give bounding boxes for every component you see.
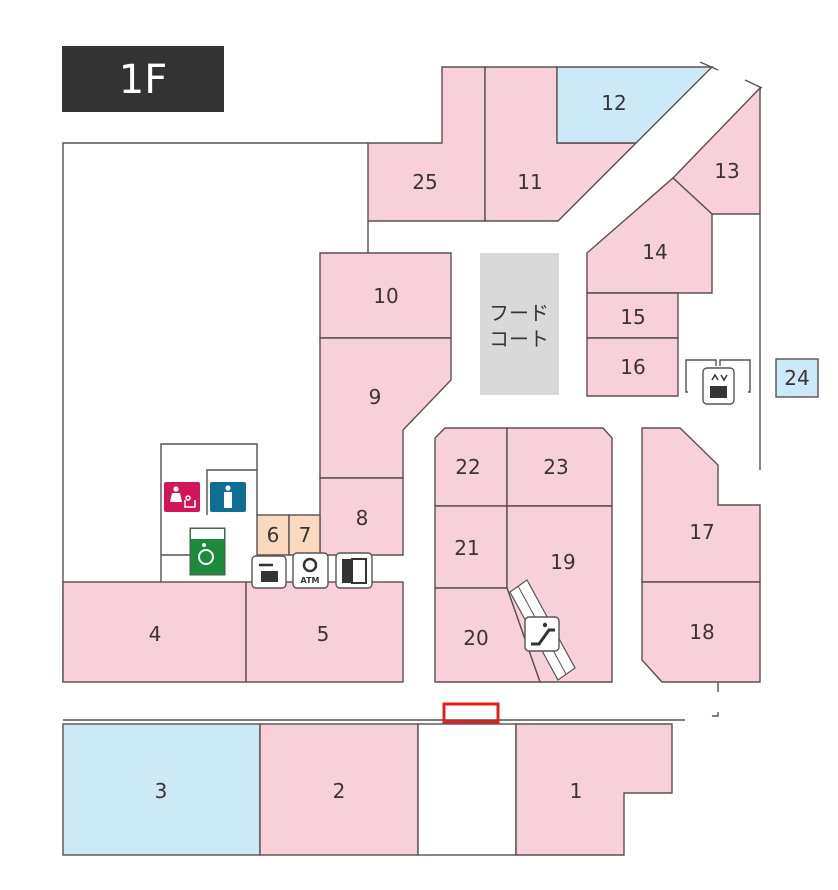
locker-icon[interactable]: [251, 555, 287, 589]
shop-15[interactable]: 15: [586, 292, 679, 339]
shop-7[interactable]: 7: [288, 514, 321, 556]
shop-label: 8: [356, 506, 369, 530]
shop-label: 22: [455, 455, 480, 479]
shop-label: 12: [601, 91, 626, 115]
current-location-marker: [442, 702, 500, 724]
shop-label: 15: [620, 305, 645, 329]
shop-8[interactable]: 8: [319, 477, 404, 556]
shop-label: 9: [369, 385, 382, 409]
men-restroom-icon[interactable]: [210, 482, 246, 512]
shop-label: 23: [543, 455, 568, 479]
escalator: [509, 579, 576, 681]
shop-label: 17: [689, 520, 714, 544]
floor-label: 1F: [119, 57, 167, 103]
food-court[interactable]: フード コート: [480, 253, 559, 395]
shop-label: 2: [333, 779, 346, 803]
shop-23[interactable]: 23: [506, 427, 613, 507]
phone-booth-icon[interactable]: [335, 552, 373, 589]
shop-label: 3: [155, 779, 168, 803]
elevator-icon[interactable]: [685, 359, 751, 405]
shop-1[interactable]: 1: [515, 723, 673, 856]
shop-5[interactable]: 5: [245, 581, 404, 683]
shop-24[interactable]: 24: [775, 358, 819, 398]
shop-label: 11: [517, 170, 542, 194]
floor-badge: 1F: [62, 46, 224, 112]
shop-4[interactable]: 4: [62, 581, 247, 683]
shop-3[interactable]: 3: [62, 723, 261, 856]
shop-21[interactable]: 21: [434, 505, 508, 589]
entrance-area: [417, 723, 517, 856]
shop-label: 18: [689, 620, 714, 644]
shop-label: 7: [299, 523, 312, 547]
food-court-label-line2: コート: [489, 327, 549, 351]
shop-label: 19: [550, 550, 575, 574]
shop-17[interactable]: 17: [641, 427, 761, 583]
shop-label: 14: [642, 240, 667, 264]
shop-label: 21: [454, 536, 479, 560]
shop-label: 16: [620, 355, 645, 379]
shop-14[interactable]: 14: [586, 177, 713, 294]
shop-label: 4: [149, 622, 162, 646]
shop-2[interactable]: 2: [259, 723, 419, 856]
shop-18[interactable]: 18: [641, 581, 761, 683]
women-restroom-icon[interactable]: [164, 482, 200, 512]
shop-label: 1: [570, 779, 583, 803]
shop-16[interactable]: 16: [586, 337, 679, 397]
building-walls: [62, 61, 763, 721]
shop-20[interactable]: 20: [434, 587, 541, 683]
shop-label: 13: [714, 159, 739, 183]
shop-6[interactable]: 6: [256, 514, 290, 556]
shop-9[interactable]: 9: [319, 337, 452, 479]
shop-25[interactable]: 25: [367, 66, 486, 222]
accessible-restroom-icon[interactable]: [189, 527, 226, 576]
escalator-icon: [524, 616, 560, 652]
shop-label: 20: [463, 626, 488, 650]
atm-label: ATM: [301, 576, 320, 585]
shop-label: 10: [373, 284, 398, 308]
shop-label: 25: [412, 170, 437, 194]
atm-icon[interactable]: ATM: [292, 552, 329, 589]
shop-10[interactable]: 10: [319, 252, 452, 339]
shop-label: 24: [784, 366, 809, 390]
shop-label: 6: [267, 523, 280, 547]
shop-12[interactable]: 12: [556, 66, 714, 144]
shop-label: 5: [317, 622, 330, 646]
food-court-label-line1: フード: [489, 301, 549, 325]
shop-22[interactable]: 22: [434, 427, 508, 507]
